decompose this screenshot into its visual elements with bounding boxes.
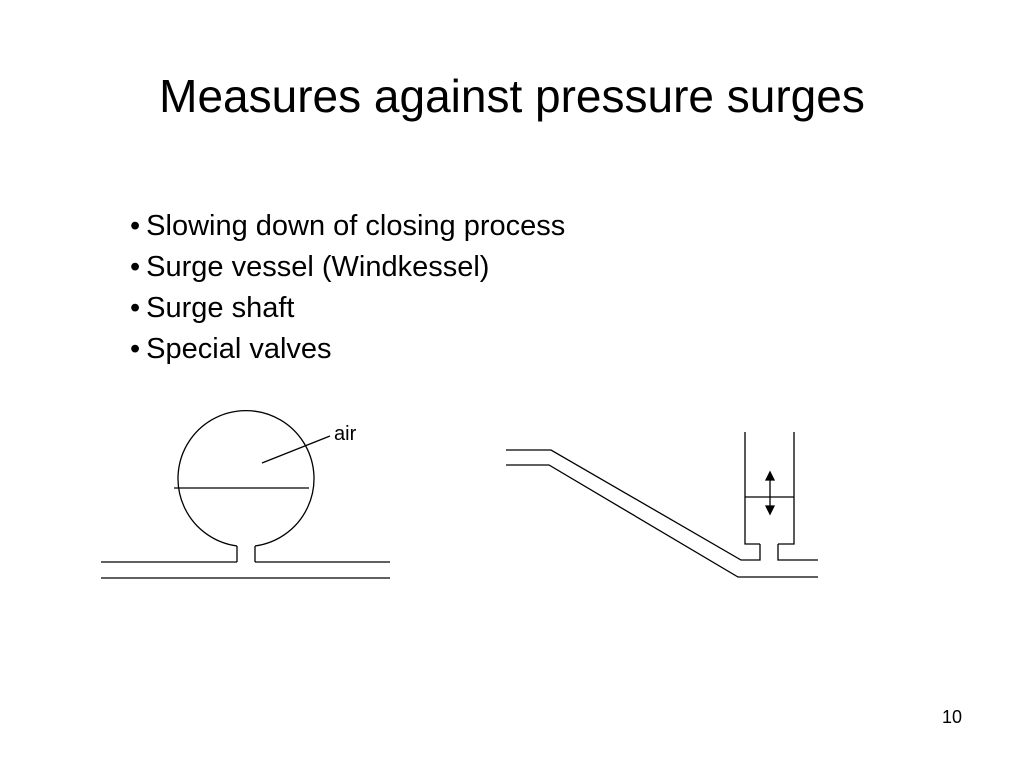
surge-vessel-diagram: air xyxy=(101,409,390,579)
bullet-text: Special valves xyxy=(146,333,332,365)
shaft-right-neck xyxy=(777,544,818,561)
bullet-item-slowing-down: •Slowing down of closing process xyxy=(130,206,565,247)
shaft-arrow-down-head xyxy=(764,505,776,516)
penstock-lower-wall xyxy=(506,464,818,578)
bullet-text: Surge shaft xyxy=(146,292,295,324)
bullet-item-special-valves: •Special valves xyxy=(130,329,565,370)
bullet-dot: • xyxy=(130,251,141,283)
bullet-dot: • xyxy=(130,210,141,242)
shaft-base-right xyxy=(778,432,795,545)
bullet-text: Surge vessel (Windkessel) xyxy=(146,251,490,283)
shaft-base-left xyxy=(744,432,760,545)
penstock-upper-wall xyxy=(506,449,761,561)
bullet-dot: • xyxy=(130,292,141,324)
shaft-arrow-up-head xyxy=(764,470,776,481)
surge-shaft-diagram xyxy=(506,432,818,578)
bullet-item-surge-shaft: •Surge shaft xyxy=(130,288,565,329)
bullet-item-surge-vessel: •Surge vessel (Windkessel) xyxy=(130,247,565,288)
air-label: air xyxy=(334,423,357,445)
page-number: 10 xyxy=(941,707,962,727)
slide-title: Measures against pressure surges xyxy=(159,70,865,122)
bullet-list: •Slowing down of closing process •Surge … xyxy=(130,206,565,370)
bullet-text: Slowing down of closing process xyxy=(146,210,566,242)
bullet-dot: • xyxy=(130,333,141,365)
surge-vessel-outline xyxy=(177,409,315,547)
air-leader-line xyxy=(261,435,331,464)
